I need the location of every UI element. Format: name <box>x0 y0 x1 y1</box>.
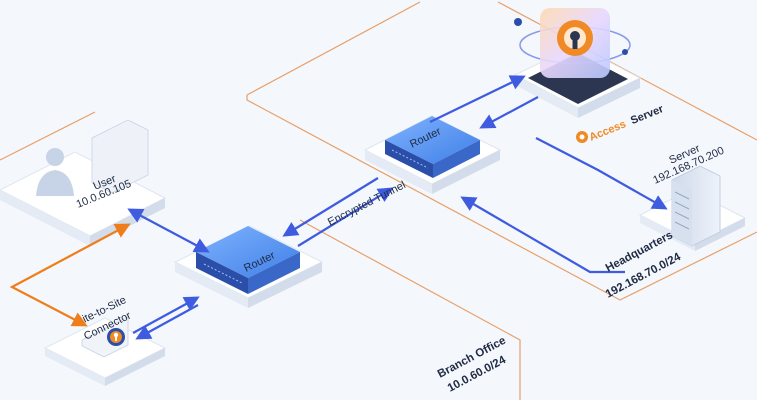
connector-user-link <box>9 223 131 327</box>
site-to-site-connector-node[interactable]: Site-to-Site Connector <box>43 294 167 386</box>
tunnel-to-branch <box>282 177 379 237</box>
router-box-icon <box>391 149 429 169</box>
connection-arrows <box>9 75 668 340</box>
openvpn-keyhole-icon <box>557 20 593 56</box>
encrypted-tunnel-label: Encrypted Tunnel <box>326 179 408 229</box>
server-word: Server <box>629 103 666 127</box>
openvpn-logo-icon <box>576 131 588 143</box>
router-branch-node[interactable]: Router <box>173 225 324 308</box>
openvpn-keyhole-icon <box>107 328 125 346</box>
access-server-to-server <box>535 137 668 210</box>
connector-to-router-link <box>132 296 200 334</box>
svg-text:Access Server: Access Server <box>588 103 666 144</box>
router-hq-node[interactable]: Router <box>363 115 502 194</box>
access-server-node[interactable] <box>513 8 642 118</box>
router-box-icon <box>203 263 243 284</box>
access-word: Access <box>588 118 628 144</box>
person-icon <box>36 148 74 196</box>
user-node[interactable]: User 10.0.60.105 <box>0 119 167 246</box>
server-node[interactable]: Server 192.168.70.200 <box>638 142 747 251</box>
user-router-link <box>127 208 210 253</box>
server-rack-icon <box>671 165 721 247</box>
server-to-router-hq <box>460 196 625 274</box>
tunnel-to-hq <box>297 187 394 247</box>
access-server-to-router <box>479 96 539 129</box>
router-to-connector-link <box>135 304 199 340</box>
router-to-access-server <box>429 75 526 123</box>
branch-office-zone <box>0 111 521 400</box>
